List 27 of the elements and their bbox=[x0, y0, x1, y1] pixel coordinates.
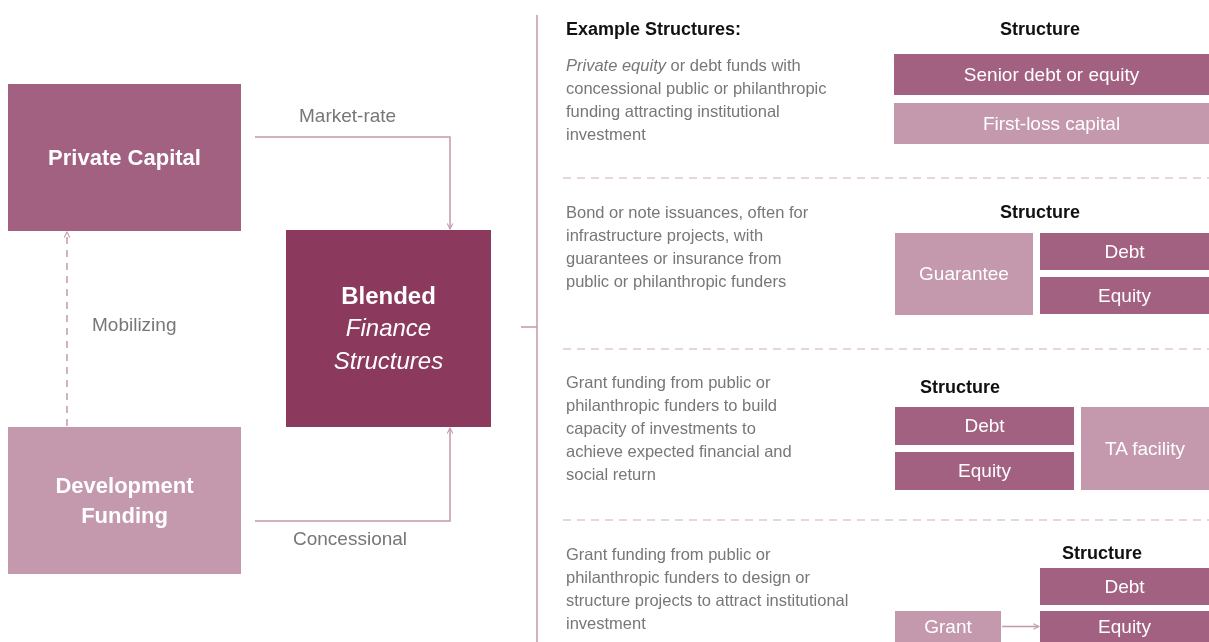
description: Private equity or debt funds with concessional public or philanthropic funding attracting institutional investment bbox=[566, 55, 828, 146]
source-box: Development Funding bbox=[8, 427, 241, 574]
column-heading: Structure bbox=[1000, 18, 1080, 41]
heading: Example Structures: bbox=[566, 18, 742, 41]
structure-block: Equity bbox=[1040, 611, 1209, 642]
source-box: Private Capital bbox=[8, 84, 241, 231]
arrow bbox=[254, 427, 454, 522]
structure-block: Debt bbox=[1040, 568, 1209, 605]
structure-block: Equity bbox=[895, 452, 1074, 490]
description: Bond or note issuances, often for infrastructure projects, with guarantees or insurance from public or philanthropic funders bbox=[566, 202, 810, 293]
structure-block: TA facility bbox=[1081, 407, 1209, 490]
description: Grant funding from public or philanthropic funders to build capacity of investments to achieve expected financial and social return bbox=[566, 372, 793, 486]
column-heading: Structure bbox=[920, 376, 1000, 399]
structure-block: Debt bbox=[1040, 233, 1209, 270]
structure-block: Debt bbox=[895, 407, 1074, 445]
center-box: Blended Finance Structures bbox=[286, 230, 491, 427]
arrow bbox=[63, 231, 71, 427]
structure-block: Guarantee bbox=[895, 233, 1033, 315]
column-heading: Structure bbox=[1000, 201, 1080, 224]
structure-block: First-loss capital bbox=[894, 103, 1209, 144]
structure-block: Senior debt or equity bbox=[894, 54, 1209, 95]
structure-block: Grant bbox=[895, 611, 1001, 642]
arrow bbox=[254, 136, 454, 230]
arrow bbox=[1001, 623, 1040, 630]
structure-block: Equity bbox=[1040, 277, 1209, 314]
column-heading: Structure bbox=[1062, 542, 1142, 565]
description: Grant funding from public or philanthropic funders to design or structure projects to attract institutional investment bbox=[566, 544, 850, 635]
